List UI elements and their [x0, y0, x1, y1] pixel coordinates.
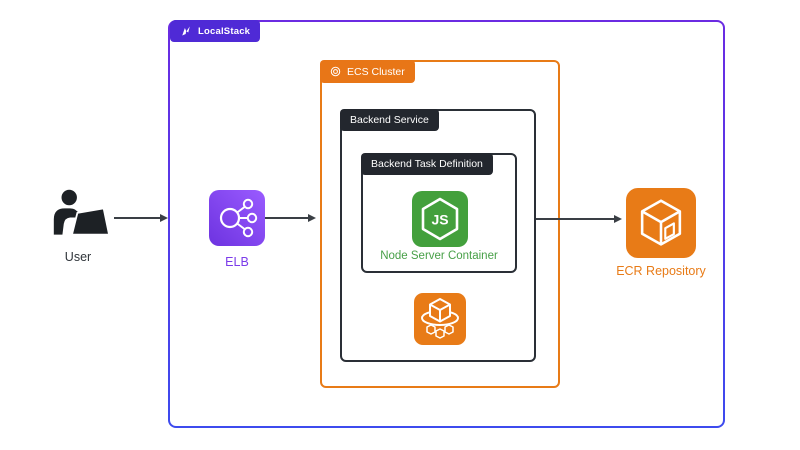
elb-label: ELB: [225, 255, 249, 269]
backend-service-label: Backend Service: [350, 114, 429, 126]
load-balancer-glyph-icon: [219, 198, 258, 238]
backend-task-definition-label: Backend Task Definition: [371, 158, 483, 170]
ecs-ring-icon: [330, 66, 341, 77]
ecs-cluster-label: ECS Cluster: [347, 65, 405, 78]
nodejs-icon: JS: [412, 191, 468, 247]
arrowhead-user-to-localstack: [160, 213, 168, 222]
backend-task-definition-tab: Backend Task Definition: [361, 153, 493, 175]
node-server-container-label: Node Server Container: [380, 250, 498, 262]
ecr-repository-icon: [626, 188, 696, 258]
arrowhead-elb-to-ecs-cluster: [308, 213, 316, 222]
user-label: User: [64, 250, 92, 264]
nodejs-js-badge: JS: [431, 212, 448, 228]
localstack-logo-icon: [182, 26, 190, 36]
user-person-at-laptop-icon: [53, 189, 110, 236]
nodejs-hexagon-glyph-icon: JS: [421, 197, 459, 241]
arrow-elb-to-ecs-cluster: [265, 217, 310, 219]
arrowhead-backend-to-ecr: [614, 214, 622, 223]
ecs-cube-orbit-glyph-icon: [421, 298, 459, 339]
ecs-cluster-tab: ECS Cluster: [320, 60, 415, 83]
ecr-repository-label: ECR Repository: [616, 264, 706, 278]
ecr-cube-glyph-icon: [640, 199, 682, 246]
elb-load-balancer-icon: [209, 190, 265, 246]
localstack-tab: LocalStack: [170, 20, 261, 42]
backend-service-tab: Backend Service: [340, 109, 439, 131]
arrow-user-to-localstack: [114, 217, 162, 219]
localstack-label: LocalStack: [198, 25, 251, 37]
ecs-service-icon: [414, 293, 466, 345]
arrow-backend-to-ecr: [536, 218, 616, 220]
